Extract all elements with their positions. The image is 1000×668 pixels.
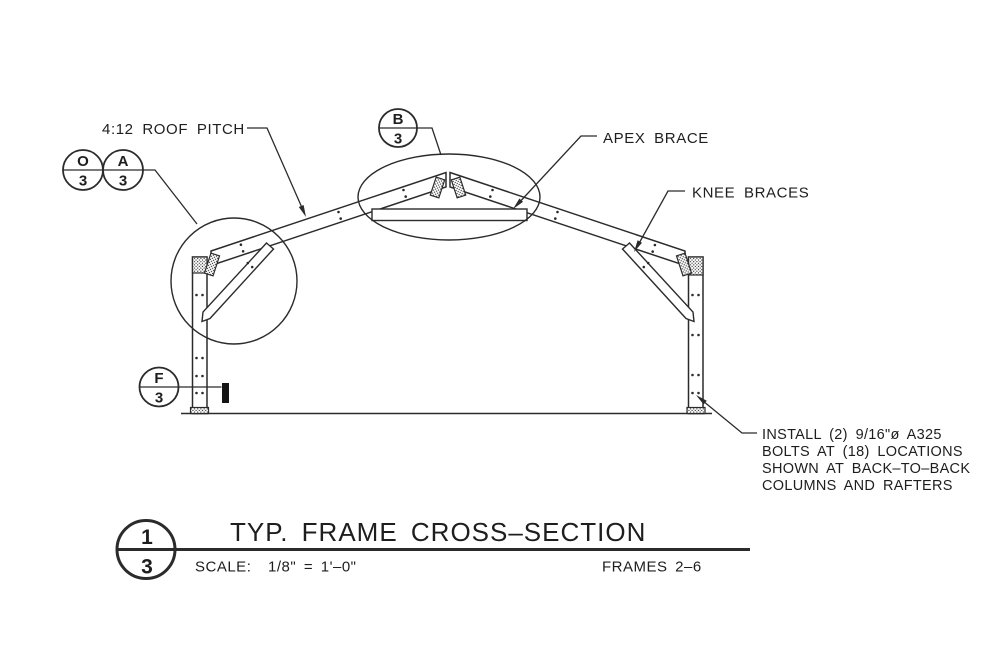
right-column [687, 256, 704, 415]
leader-bolt-note-arrowhead [696, 395, 707, 405]
left-eave-end-plate [203, 252, 221, 277]
leader-knee-braces [636, 190, 685, 248]
callout-b-letter: B [393, 111, 404, 128]
callout-o-letter: O [77, 153, 89, 170]
right-eave-end-plate [675, 252, 693, 277]
frames-label: FRAMES 2–6 [602, 559, 702, 576]
bolt-marks-knee-braces [246, 261, 650, 269]
leader-roof-pitch [247, 127, 304, 211]
apex-end-plate-left [429, 176, 446, 199]
callout-o: O 3 [62, 149, 104, 191]
leader-callout-oa [63, 169, 198, 225]
leader-apex-brace [515, 135, 597, 207]
callout-f: F 3 [138, 366, 180, 408]
eave-detail-circle [170, 217, 298, 345]
callout-f-number: 3 [155, 390, 163, 407]
label-roof-pitch: 4:12 ROOF PITCH [102, 121, 245, 138]
leader-callout-b [379, 127, 442, 156]
callout-o-number: 3 [79, 173, 87, 190]
label-apex-brace: APEX BRACE [603, 130, 709, 147]
bolt-marks-right-column [691, 293, 700, 395]
apex-brace [371, 208, 528, 222]
callout-a-number: 3 [119, 173, 127, 190]
detail-bubble [115, 519, 177, 580]
left-knee-brace [201, 242, 275, 323]
bolt-marks-left-column [195, 293, 204, 395]
leader-knee-braces-arrowhead [634, 240, 642, 252]
left-base-plate [189, 406, 210, 415]
girt-clip-block [222, 383, 229, 403]
bolt-marks-right-rafter [489, 188, 657, 253]
bolt-note-line-3: SHOWN AT BACK–TO–BACK [762, 461, 970, 477]
label-knee-braces: KNEE BRACES [692, 185, 809, 202]
apex-end-plate-right [450, 176, 467, 199]
callout-a-letter: A [118, 153, 129, 170]
callout-a: A 3 [102, 149, 144, 191]
bolt-note-line-4: COLUMNS AND RAFTERS [762, 478, 953, 494]
bolt-installation-note: INSTALL (2) 9/16"ø A325 BOLTS AT (18) LO… [762, 427, 970, 494]
leader-bolt-note [699, 397, 757, 434]
bolt-note-line-1: INSTALL (2) 9/16"ø A325 [762, 427, 942, 443]
callout-f-letter: F [154, 370, 163, 387]
left-column [191, 256, 208, 415]
scale-label: SCALE: [195, 559, 251, 576]
callout-b: B 3 [378, 108, 418, 148]
title-block: 1 3 TYP. FRAME CROSS–SECTION SCALE: 1/8"… [115, 517, 750, 580]
callout-b-number: 3 [394, 131, 402, 148]
bolt-note-line-2: BOLTS AT (18) LOCATIONS [762, 444, 963, 460]
apex-detail-ellipse [357, 153, 541, 241]
leader-apex-brace-arrowhead [513, 198, 523, 209]
detail-number: 1 [141, 526, 153, 549]
right-knee-brace [621, 242, 695, 323]
right-base-plate [686, 406, 706, 415]
drawing-title: TYP. FRAME CROSS–SECTION [230, 517, 646, 547]
leader-roof-pitch-arrowhead [298, 205, 306, 217]
scale-value: 1/8" = 1'–0" [268, 559, 357, 576]
sheet-number: 3 [141, 556, 153, 579]
bolt-marks-left-rafter [239, 188, 408, 253]
